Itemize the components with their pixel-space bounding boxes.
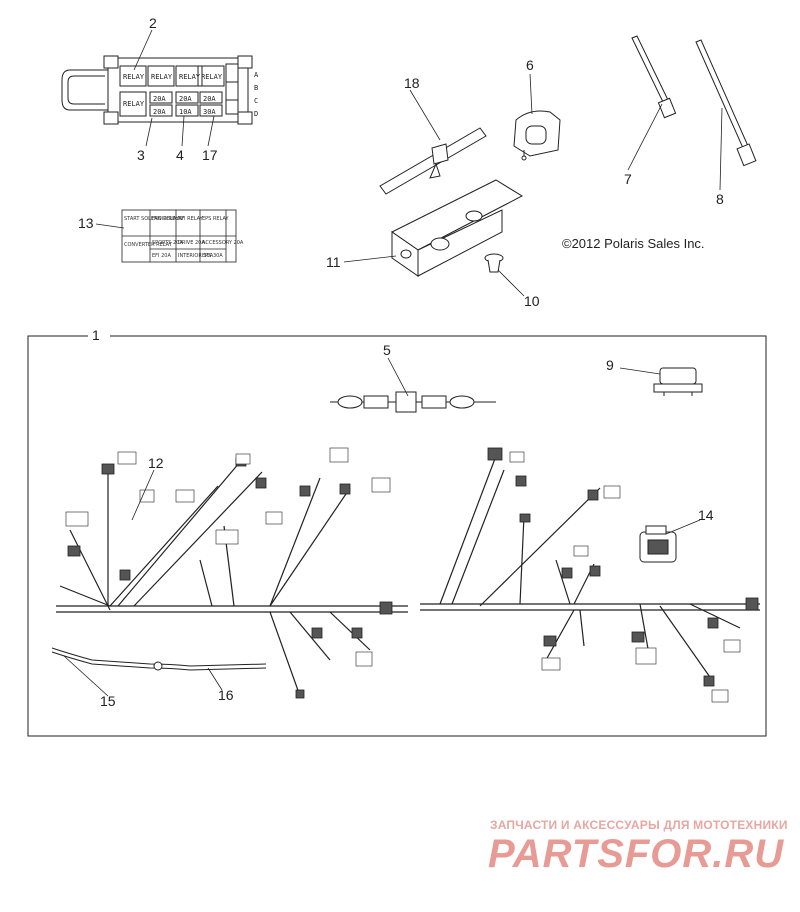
right-wiring-harness	[420, 455, 760, 681]
callout-4: 4	[176, 147, 184, 163]
fuse-label-card-text: START SOLENOID RELAY FAN RELAY EFI RELAY…	[124, 216, 244, 259]
left-wiring-harness	[56, 461, 408, 697]
callout-18: 18	[404, 75, 420, 91]
callout-15: 15	[100, 693, 116, 709]
right-harness-tags	[509, 451, 741, 703]
relay-label: RELAY	[151, 73, 173, 81]
relay-label: RELAY	[123, 73, 145, 81]
fuse-label: 20A	[203, 95, 216, 103]
fuse-label: 20A	[179, 95, 192, 103]
label-cell: START SOLENOID RELAY	[124, 216, 185, 222]
fuse-relay-box	[61, 55, 253, 125]
callout-12: 12	[148, 455, 164, 471]
row-label: C	[254, 97, 258, 105]
cable-tie-small	[631, 35, 677, 119]
callout-8: 8	[716, 191, 724, 207]
label-cell: SPORTS 20A	[152, 240, 183, 246]
label-cell: CONVERTER RELAY	[124, 242, 173, 248]
callout-17: 17	[202, 147, 218, 163]
cable-15-16	[51, 647, 267, 671]
fuse-label: 20A	[153, 108, 166, 116]
label-cell: EPS RELAY	[202, 216, 230, 222]
label-cell: EPS 30A	[202, 253, 223, 259]
left-harness-connectors	[67, 457, 393, 699]
fuse-box-relay-labels: RELAY RELAY RELAY RELAY RELAY 20A 20A 20…	[123, 71, 259, 118]
row-label: D	[254, 110, 258, 118]
connector-clip	[513, 110, 561, 161]
label-cell: EFI 20A	[152, 253, 171, 259]
relay-holder	[653, 367, 703, 396]
watermark-logo: PARTSFOR.RU	[488, 832, 785, 876]
fuse-label-card	[121, 209, 237, 263]
push-rivet	[484, 253, 504, 273]
right-harness-connectors	[487, 447, 759, 687]
main-harness-frame	[27, 335, 767, 737]
row-label: A	[254, 71, 259, 79]
callout-6: 6	[526, 57, 534, 73]
label-cell: FAN RELAY	[152, 216, 180, 222]
cable-tie-large	[695, 39, 757, 167]
label-cell: ACCESSORY 20A	[202, 240, 244, 246]
fuse-label: 30A	[203, 108, 216, 116]
callout-5: 5	[383, 342, 391, 358]
callout-11: 11	[326, 254, 341, 270]
row-label: B	[254, 84, 258, 92]
leader-lines	[63, 29, 723, 697]
label-cell: DRIVE 20A	[178, 240, 205, 246]
callout-14: 14	[698, 507, 714, 523]
relay-label: RELAY	[179, 73, 201, 81]
fuse-label: 20A	[153, 95, 166, 103]
connector-block	[639, 525, 677, 563]
callout-numbers: 1 2 3 5 4 6 7 8 9 10 11 12 13 14 15 16 1…	[78, 15, 724, 709]
fuse-label: 10A	[179, 108, 192, 116]
inline-harness-connector	[330, 391, 496, 413]
relay-label: RELAY	[123, 100, 145, 108]
watermark-tagline: ЗАПЧАСТИ И АКСЕССУАРЫ ДЛЯ МОТОТЕХНИКИ	[490, 818, 788, 832]
push-mount-tie	[379, 127, 487, 195]
mounting-bracket	[391, 179, 524, 277]
relay-label: RELAY	[201, 73, 223, 81]
callout-1: 1	[92, 327, 100, 343]
callout-10: 10	[524, 293, 540, 309]
callout-3: 3	[137, 147, 145, 163]
callout-9: 9	[606, 357, 614, 373]
label-cell: EFI RELAY	[178, 216, 204, 222]
callout-7: 7	[624, 171, 632, 187]
label-cell: INTERIOR 10A	[178, 253, 214, 259]
callout-2: 2	[149, 15, 157, 31]
callout-13: 13	[78, 215, 94, 231]
copyright-notice: ©2012 Polaris Sales Inc.	[562, 236, 705, 251]
callout-16: 16	[218, 687, 234, 703]
